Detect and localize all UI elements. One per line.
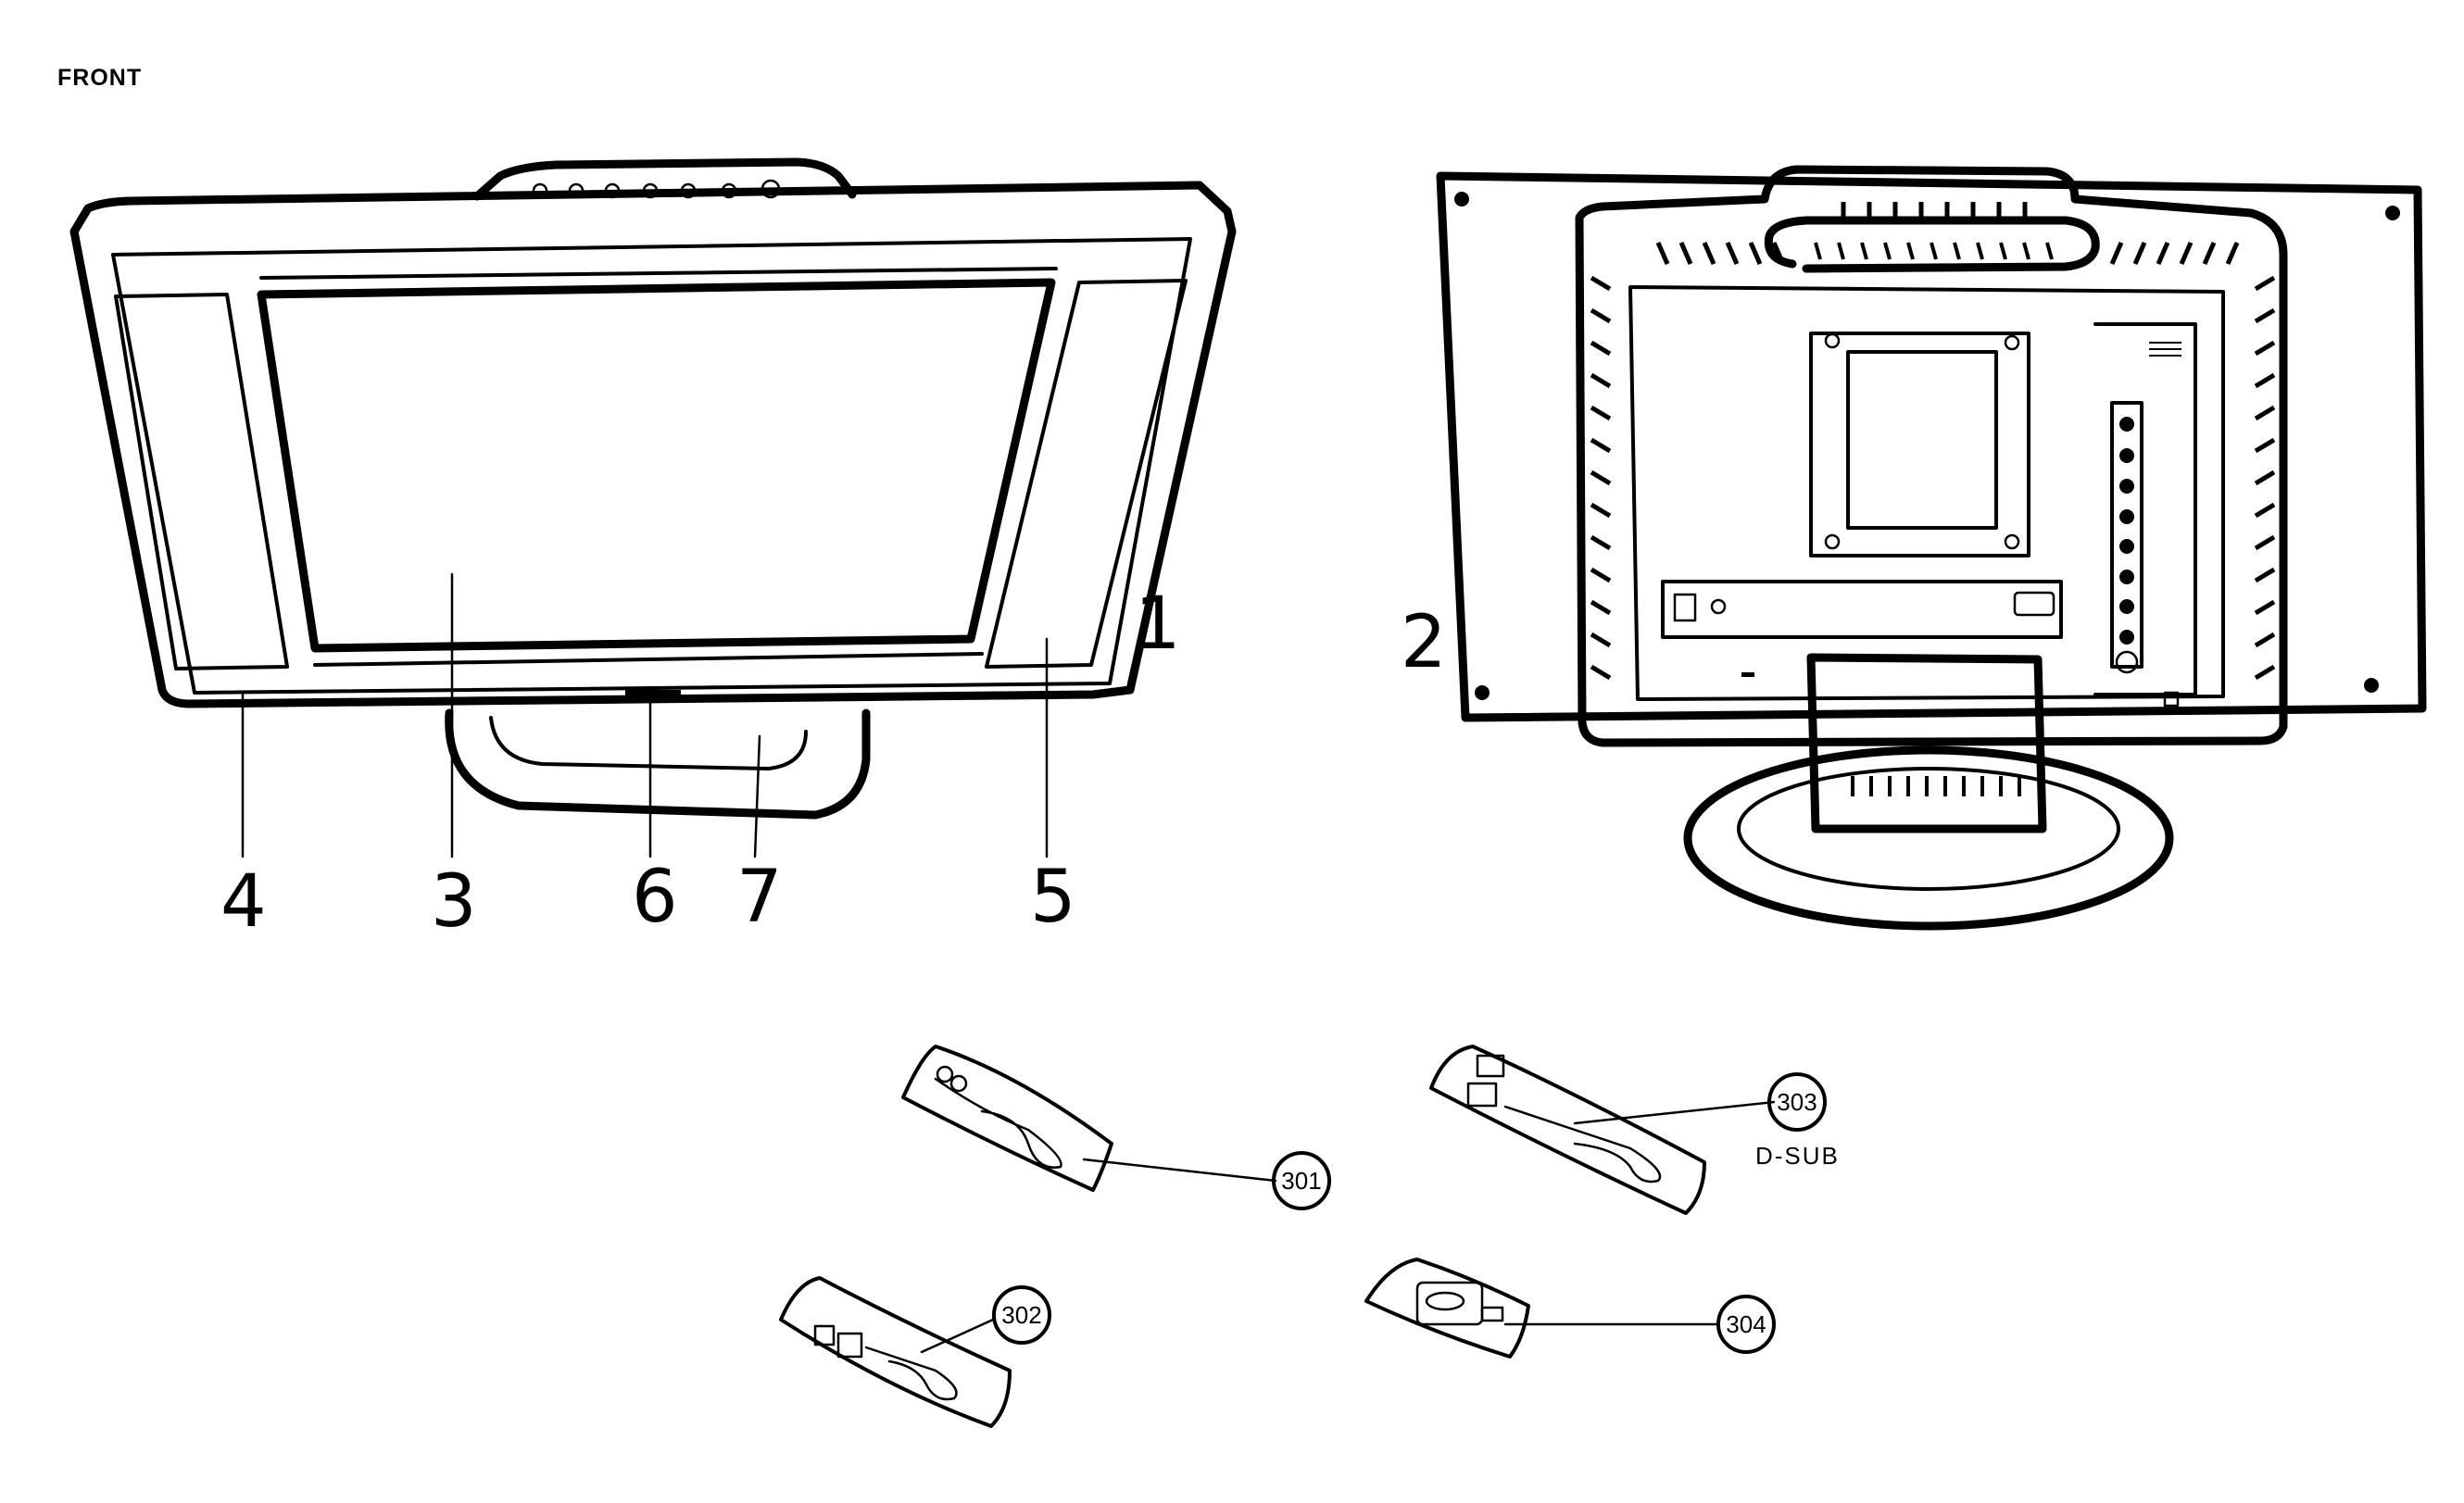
dsub-label: D-SUB (1755, 1142, 1840, 1170)
rear-screw-tr (2385, 206, 2400, 220)
vga-port (2013, 591, 2055, 617)
rear-connector-strip (1661, 580, 2063, 639)
callout-5: 5 (1030, 856, 1076, 939)
rear-vents-top (1655, 202, 2240, 265)
callout-4: 4 (220, 860, 267, 944)
rear-stand-neck (1806, 653, 2047, 833)
leader-7 (753, 734, 761, 858)
power-switch (1673, 593, 1697, 622)
lcd-screen (257, 278, 1056, 653)
tv-rear-view: 2 (1401, 165, 2427, 931)
right-speaker-panel (985, 279, 1188, 669)
carry-handle (1764, 216, 2100, 273)
accessory-303-dsub-cable: 303 (1429, 1045, 1827, 1215)
rear-housing (1575, 165, 2288, 747)
rear-cabinet-outline (1436, 171, 2427, 722)
vesa-mount-plate (1809, 332, 2030, 557)
vesa-inner (1846, 350, 1998, 530)
view-label-front: FRONT (57, 65, 143, 91)
handle-grip-lines (1814, 242, 2054, 260)
tv-front-view: 1 3 4 5 6 7 (69, 157, 1237, 944)
callout-303: 303 (1777, 1088, 1817, 1116)
callout-302: 302 (1001, 1301, 1041, 1329)
rear-screw-bl (1475, 685, 1490, 700)
accessory-302-power-cord: 302 (779, 1276, 1051, 1428)
rear-stand-base-inner (1737, 767, 2120, 891)
accessory-304-adapter: 304 (1364, 1258, 1776, 1359)
front-cabinet-outline (69, 181, 1237, 708)
callout-301: 301 (1281, 1167, 1321, 1195)
front-logo-strip (625, 690, 681, 697)
neck-grip-lines (1851, 776, 2021, 796)
callout-1: 1 (1135, 582, 1181, 666)
accessory-301-av-cable: 301 (901, 1045, 1331, 1210)
av-jack-strip (2110, 401, 2143, 669)
bottom-trim (313, 652, 984, 667)
av-jacks (2119, 417, 2134, 645)
av-side-panel (2093, 322, 2197, 696)
top-control-strip (472, 157, 857, 201)
dc-jack (1710, 598, 1727, 615)
callout-6: 6 (632, 856, 678, 939)
rear-stand-base (1683, 745, 2174, 931)
callout-2: 2 (1401, 601, 1447, 684)
rear-screw-br (2364, 678, 2379, 693)
rear-inner-panel (1628, 285, 2225, 701)
rear-screw-tl (1454, 192, 1469, 207)
rear-vents-sides (1590, 275, 2276, 681)
callout-7: 7 (736, 856, 783, 939)
front-stand-base (445, 708, 871, 820)
callout-3: 3 (431, 860, 477, 944)
screen-top-edge (259, 267, 1058, 280)
callout-304: 304 (1726, 1310, 1766, 1338)
front-bezel-inner (111, 237, 1192, 695)
front-stand-inner (489, 716, 808, 770)
left-speaker-panel (114, 293, 289, 670)
